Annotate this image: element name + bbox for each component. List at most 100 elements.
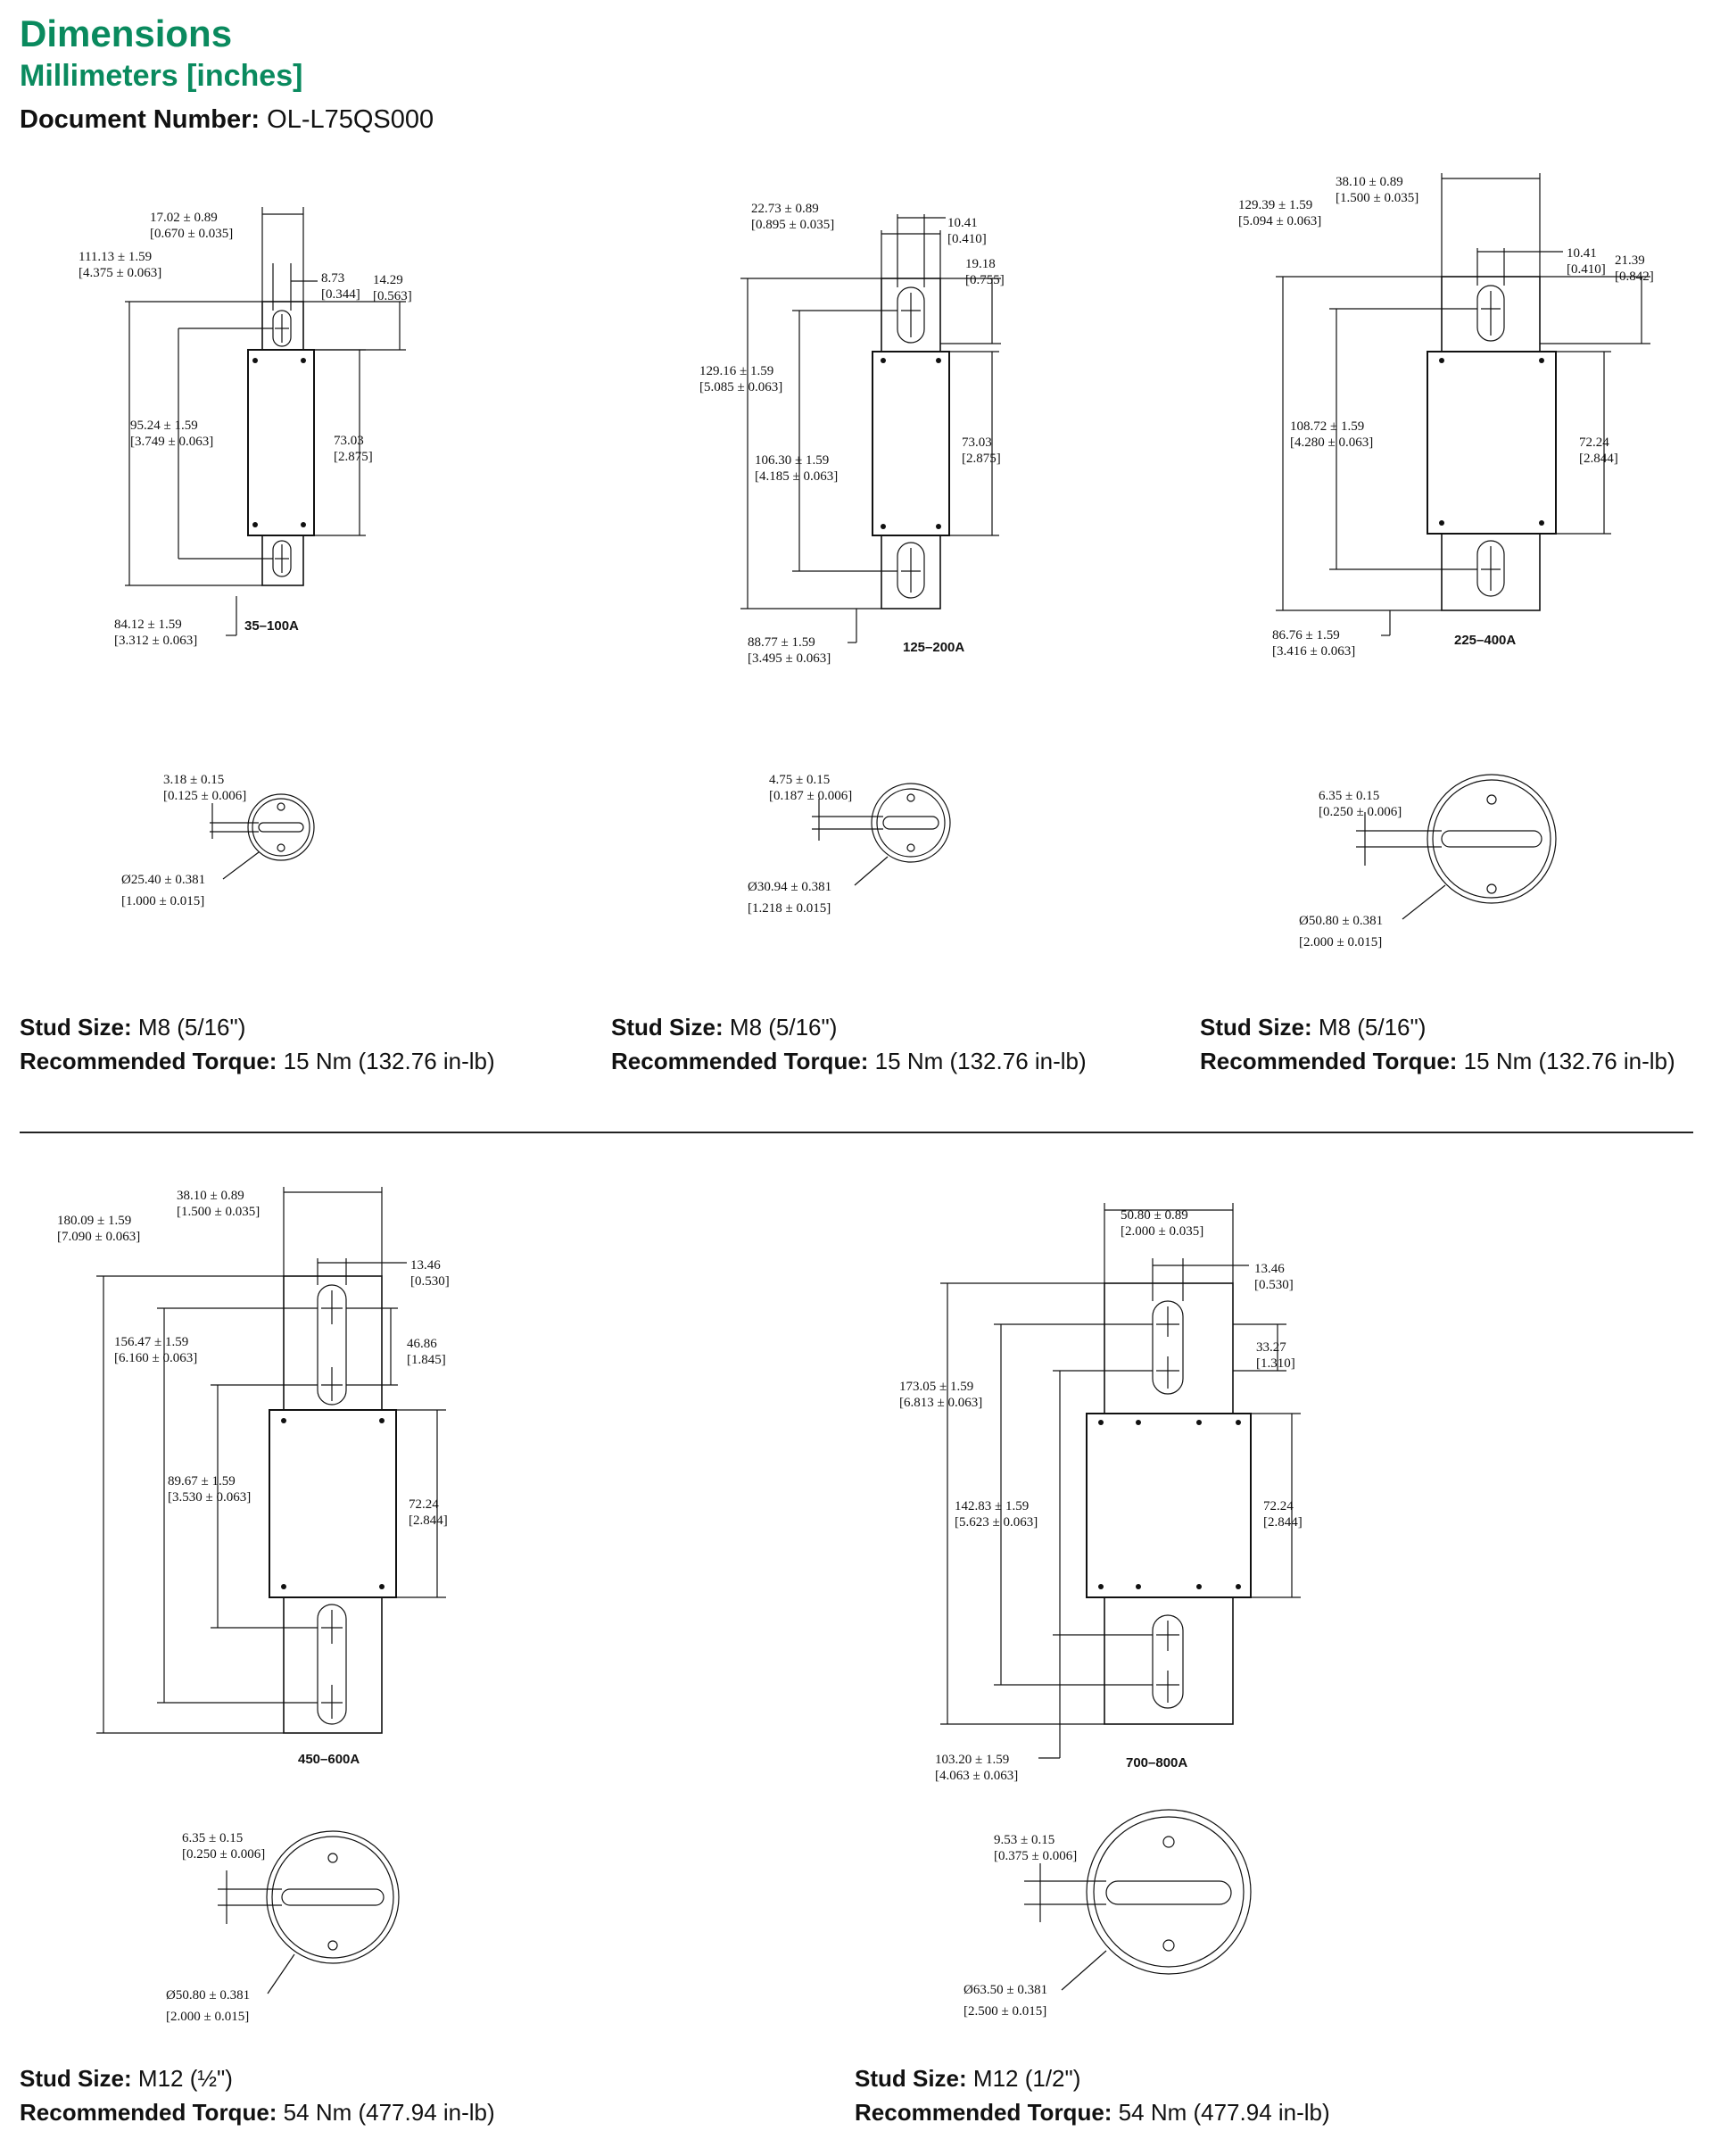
fuse2-slot-dim: 10.41 xyxy=(947,216,978,230)
end-view-35-100a: 3.18 ± 0.15 [0.125 ± 0.006] Ø25.40 ± 0.3… xyxy=(121,773,315,908)
fuse3-overall-dim-in: [5.094 ± 0.063] xyxy=(1238,214,1321,228)
ev4-slot-dim: 6.35 ± 0.15 xyxy=(182,1831,243,1845)
fuse5-slot-span-dim: 142.83 ± 1.59 xyxy=(955,1499,1029,1513)
spec-225-400a: Stud Size: M8 (5/16") Recommended Torque… xyxy=(1200,1010,1675,1078)
fuse2-slot-span-dim-in: [4.185 ± 0.063] xyxy=(755,469,838,484)
fuse4-slot-dim-in: [0.530] xyxy=(410,1274,450,1289)
ev3-dia-dim-in: [2.000 ± 0.015] xyxy=(1299,935,1382,949)
fuse-drawing-125-200a: 22.73 ± 0.89 [0.895 ± 0.035] 10.41 [0.41… xyxy=(699,202,1005,666)
fuse5-overall-dim: 173.05 ± 1.59 xyxy=(899,1380,973,1394)
fuse1-slot-dim: 8.73 xyxy=(321,271,344,286)
page-title: Dimensions xyxy=(20,12,233,54)
ev3-slot-dim: 6.35 ± 0.15 xyxy=(1319,789,1379,803)
fuse2-overall-dim: 129.16 ± 1.59 xyxy=(699,364,773,378)
fuse5-width-dim: 50.80 ± 0.89 xyxy=(1121,1208,1188,1223)
stud-size-label: Stud Size: xyxy=(611,1014,724,1041)
ev5-slot-dim: 9.53 ± 0.15 xyxy=(994,1833,1054,1847)
ev5-dia-dim: Ø63.50 ± 0.381 xyxy=(964,1983,1047,1997)
stud-size-value: M12 (1/2") xyxy=(972,2065,1081,2092)
ev1-slot-dim-in: [0.125 ± 0.006] xyxy=(163,789,246,803)
fuse3-slot-span-dim: 108.72 ± 1.59 xyxy=(1290,419,1364,434)
ev5-slot-dim-in: [0.375 ± 0.006] xyxy=(994,1849,1077,1863)
fuse3-slot-dim: 10.41 xyxy=(1567,246,1597,261)
fuse4-lower-dim: 89.67 ± 1.59 xyxy=(168,1474,236,1488)
fuse4-rating-label: 450–600A xyxy=(298,1752,360,1767)
fuse1-width-dim-in: [0.670 ± 0.035] xyxy=(150,227,233,241)
end-view-450-600a: 6.35 ± 0.15 [0.250 ± 0.006] Ø50.80 ± 0.3… xyxy=(166,1830,400,2024)
stud-size-label: Stud Size: xyxy=(855,2065,967,2092)
ev1-slot-dim: 3.18 ± 0.15 xyxy=(163,773,224,787)
fuse5-slot-dim: 13.46 xyxy=(1254,1262,1285,1276)
end-view-225-400a: 6.35 ± 0.15 [0.250 ± 0.006] Ø50.80 ± 0.3… xyxy=(1299,774,1557,949)
ev4-dia-dim: Ø50.80 ± 0.381 xyxy=(166,1988,250,2003)
torque-label: Recommended Torque: xyxy=(611,1048,869,1074)
fuse3-width-dim-in: [1.500 ± 0.035] xyxy=(1336,191,1418,205)
fuse2-width-dim-in: [0.895 ± 0.035] xyxy=(751,218,834,232)
fuse3-lower-dim: 86.76 ± 1.59 xyxy=(1272,628,1340,643)
fuse5-rating-label: 700–800A xyxy=(1126,1755,1187,1770)
fuse-drawing-35-100a: 17.02 ± 0.89 [0.670 ± 0.035] 111.13 ± 1.… xyxy=(79,207,412,648)
document-number-label: Document Number: xyxy=(20,105,261,134)
ev2-slot-dim: 4.75 ± 0.15 xyxy=(769,773,830,787)
torque-value: 15 Nm (132.76 in-lb) xyxy=(283,1048,495,1074)
fuse4-slot-span-dim: 156.47 ± 1.59 xyxy=(114,1335,188,1349)
ev5-dia-dim-in: [2.500 ± 0.015] xyxy=(964,2004,1046,2019)
torque-label: Recommended Torque: xyxy=(20,2099,277,2126)
fuse2-lower-dim-in: [3.495 ± 0.063] xyxy=(748,651,831,666)
fuse3-body-dim: 72.24 xyxy=(1579,435,1609,450)
fuse4-body-dim-in: [2.844] xyxy=(409,1513,448,1528)
fuse5-slot-dim-in: [0.530] xyxy=(1254,1278,1294,1292)
spec-35-100a: Stud Size: M8 (5/16") Recommended Torque… xyxy=(20,1010,495,1078)
fuse4-width-dim: 38.10 ± 0.89 xyxy=(177,1189,244,1203)
fuse1-tab-dim: 14.29 xyxy=(373,273,403,287)
ev2-dia-dim: Ø30.94 ± 0.381 xyxy=(748,880,831,894)
fuse4-slot-dim: 13.46 xyxy=(410,1258,441,1273)
fuse-drawing-450-600a: 38.10 ± 0.89 [1.500 ± 0.035] 180.09 ± 1.… xyxy=(57,1187,450,1767)
fuse2-lower-dim: 88.77 ± 1.59 xyxy=(748,635,815,650)
fuse-drawing-700-800a: 50.80 ± 0.89 [2.000 ± 0.035] 13.46 [0.53… xyxy=(899,1203,1303,1783)
fuse4-tab-dim: 46.86 xyxy=(407,1337,437,1351)
fuse2-overall-dim-in: [5.085 ± 0.063] xyxy=(699,380,782,394)
fuse3-body-dim-in: [2.844] xyxy=(1579,452,1618,466)
section-divider xyxy=(20,1132,1693,1133)
fuse-drawing-225-400a: 38.10 ± 0.89 [1.500 ± 0.035] 129.39 ± 1.… xyxy=(1238,173,1654,659)
fuse4-slot-span-dim-in: [6.160 ± 0.063] xyxy=(114,1351,197,1365)
fuse1-slot-span-dim: 95.24 ± 1.59 xyxy=(130,419,198,433)
stud-size-value: M12 (½") xyxy=(137,2065,233,2092)
fuse5-width-dim-in: [2.000 ± 0.035] xyxy=(1121,1224,1203,1239)
fuse3-tab-dim-in: [0.842] xyxy=(1615,270,1654,284)
torque-value: 54 Nm (477.94 in-lb) xyxy=(283,2099,495,2126)
document-number: Document Number: OL-L75QS000 xyxy=(20,105,434,135)
fuse3-lower-dim-in: [3.416 ± 0.063] xyxy=(1272,644,1355,659)
fuse3-width-dim: 38.10 ± 0.89 xyxy=(1336,175,1403,189)
fuse3-tab-dim: 21.39 xyxy=(1615,253,1645,268)
fuse2-rating-label: 125–200A xyxy=(903,640,964,655)
fuse5-lower-dim: 103.20 ± 1.59 xyxy=(935,1753,1009,1767)
stud-size-label: Stud Size: xyxy=(20,1014,132,1041)
fuse5-tab-dim: 33.27 xyxy=(1256,1340,1286,1355)
torque-label: Recommended Torque: xyxy=(1200,1048,1458,1074)
spec-700-800a: Stud Size: M12 (1/2") Recommended Torque… xyxy=(855,2061,1330,2129)
fuse5-lower-dim-in: [4.063 ± 0.063] xyxy=(935,1769,1018,1783)
torque-value: 15 Nm (132.76 in-lb) xyxy=(1463,1048,1675,1074)
ev2-dia-dim-in: [1.218 ± 0.015] xyxy=(748,901,831,916)
fuse1-overall-dim-in: [4.375 ± 0.063] xyxy=(79,266,161,280)
fuse3-overall-dim: 129.39 ± 1.59 xyxy=(1238,198,1312,212)
fuse1-body-dim-in: [2.875] xyxy=(334,450,373,464)
document-number-value: OL-L75QS000 xyxy=(267,105,434,134)
fuse4-tab-dim-in: [1.845] xyxy=(407,1353,446,1367)
fuse1-lower-dim-in: [3.312 ± 0.063] xyxy=(114,634,197,648)
fuse4-overall-dim: 180.09 ± 1.59 xyxy=(57,1214,131,1228)
spec-450-600a: Stud Size: M12 (½") Recommended Torque: … xyxy=(20,2061,495,2129)
stud-size-label: Stud Size: xyxy=(1200,1014,1312,1041)
fuse1-slot-span-dim-in: [3.749 ± 0.063] xyxy=(130,435,213,449)
ev1-dia-dim: Ø25.40 ± 0.381 xyxy=(121,873,205,887)
fuse2-slot-dim-in: [0.410] xyxy=(947,232,987,246)
fuse5-overall-dim-in: [6.813 ± 0.063] xyxy=(899,1396,982,1410)
torque-label: Recommended Torque: xyxy=(855,2099,1112,2126)
page-subtitle: Millimeters [inches] xyxy=(20,59,303,93)
torque-label: Recommended Torque: xyxy=(20,1048,277,1074)
ev4-slot-dim-in: [0.250 ± 0.006] xyxy=(182,1847,265,1862)
fuse1-slot-dim-in: [0.344] xyxy=(321,287,360,302)
